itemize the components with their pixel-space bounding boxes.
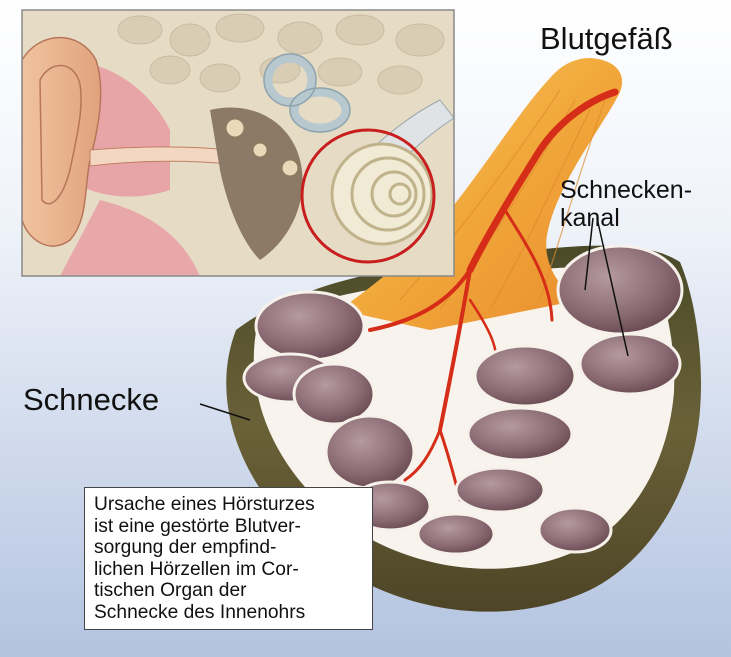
highlight-circle — [300, 128, 436, 264]
leader-lines — [199, 217, 629, 421]
caption-box: Ursache eines Hörsturzes ist eine gestör… — [84, 487, 373, 630]
cochlear-chambers — [242, 244, 684, 556]
label-blutgefaess: Blutgefäß — [540, 21, 673, 56]
label-schnecke: Schnecke — [23, 382, 160, 417]
blood-vessel — [368, 88, 619, 502]
label-schneckenkanal: Schnecken- kanal — [560, 176, 693, 232]
ear-inset — [21, 9, 455, 277]
